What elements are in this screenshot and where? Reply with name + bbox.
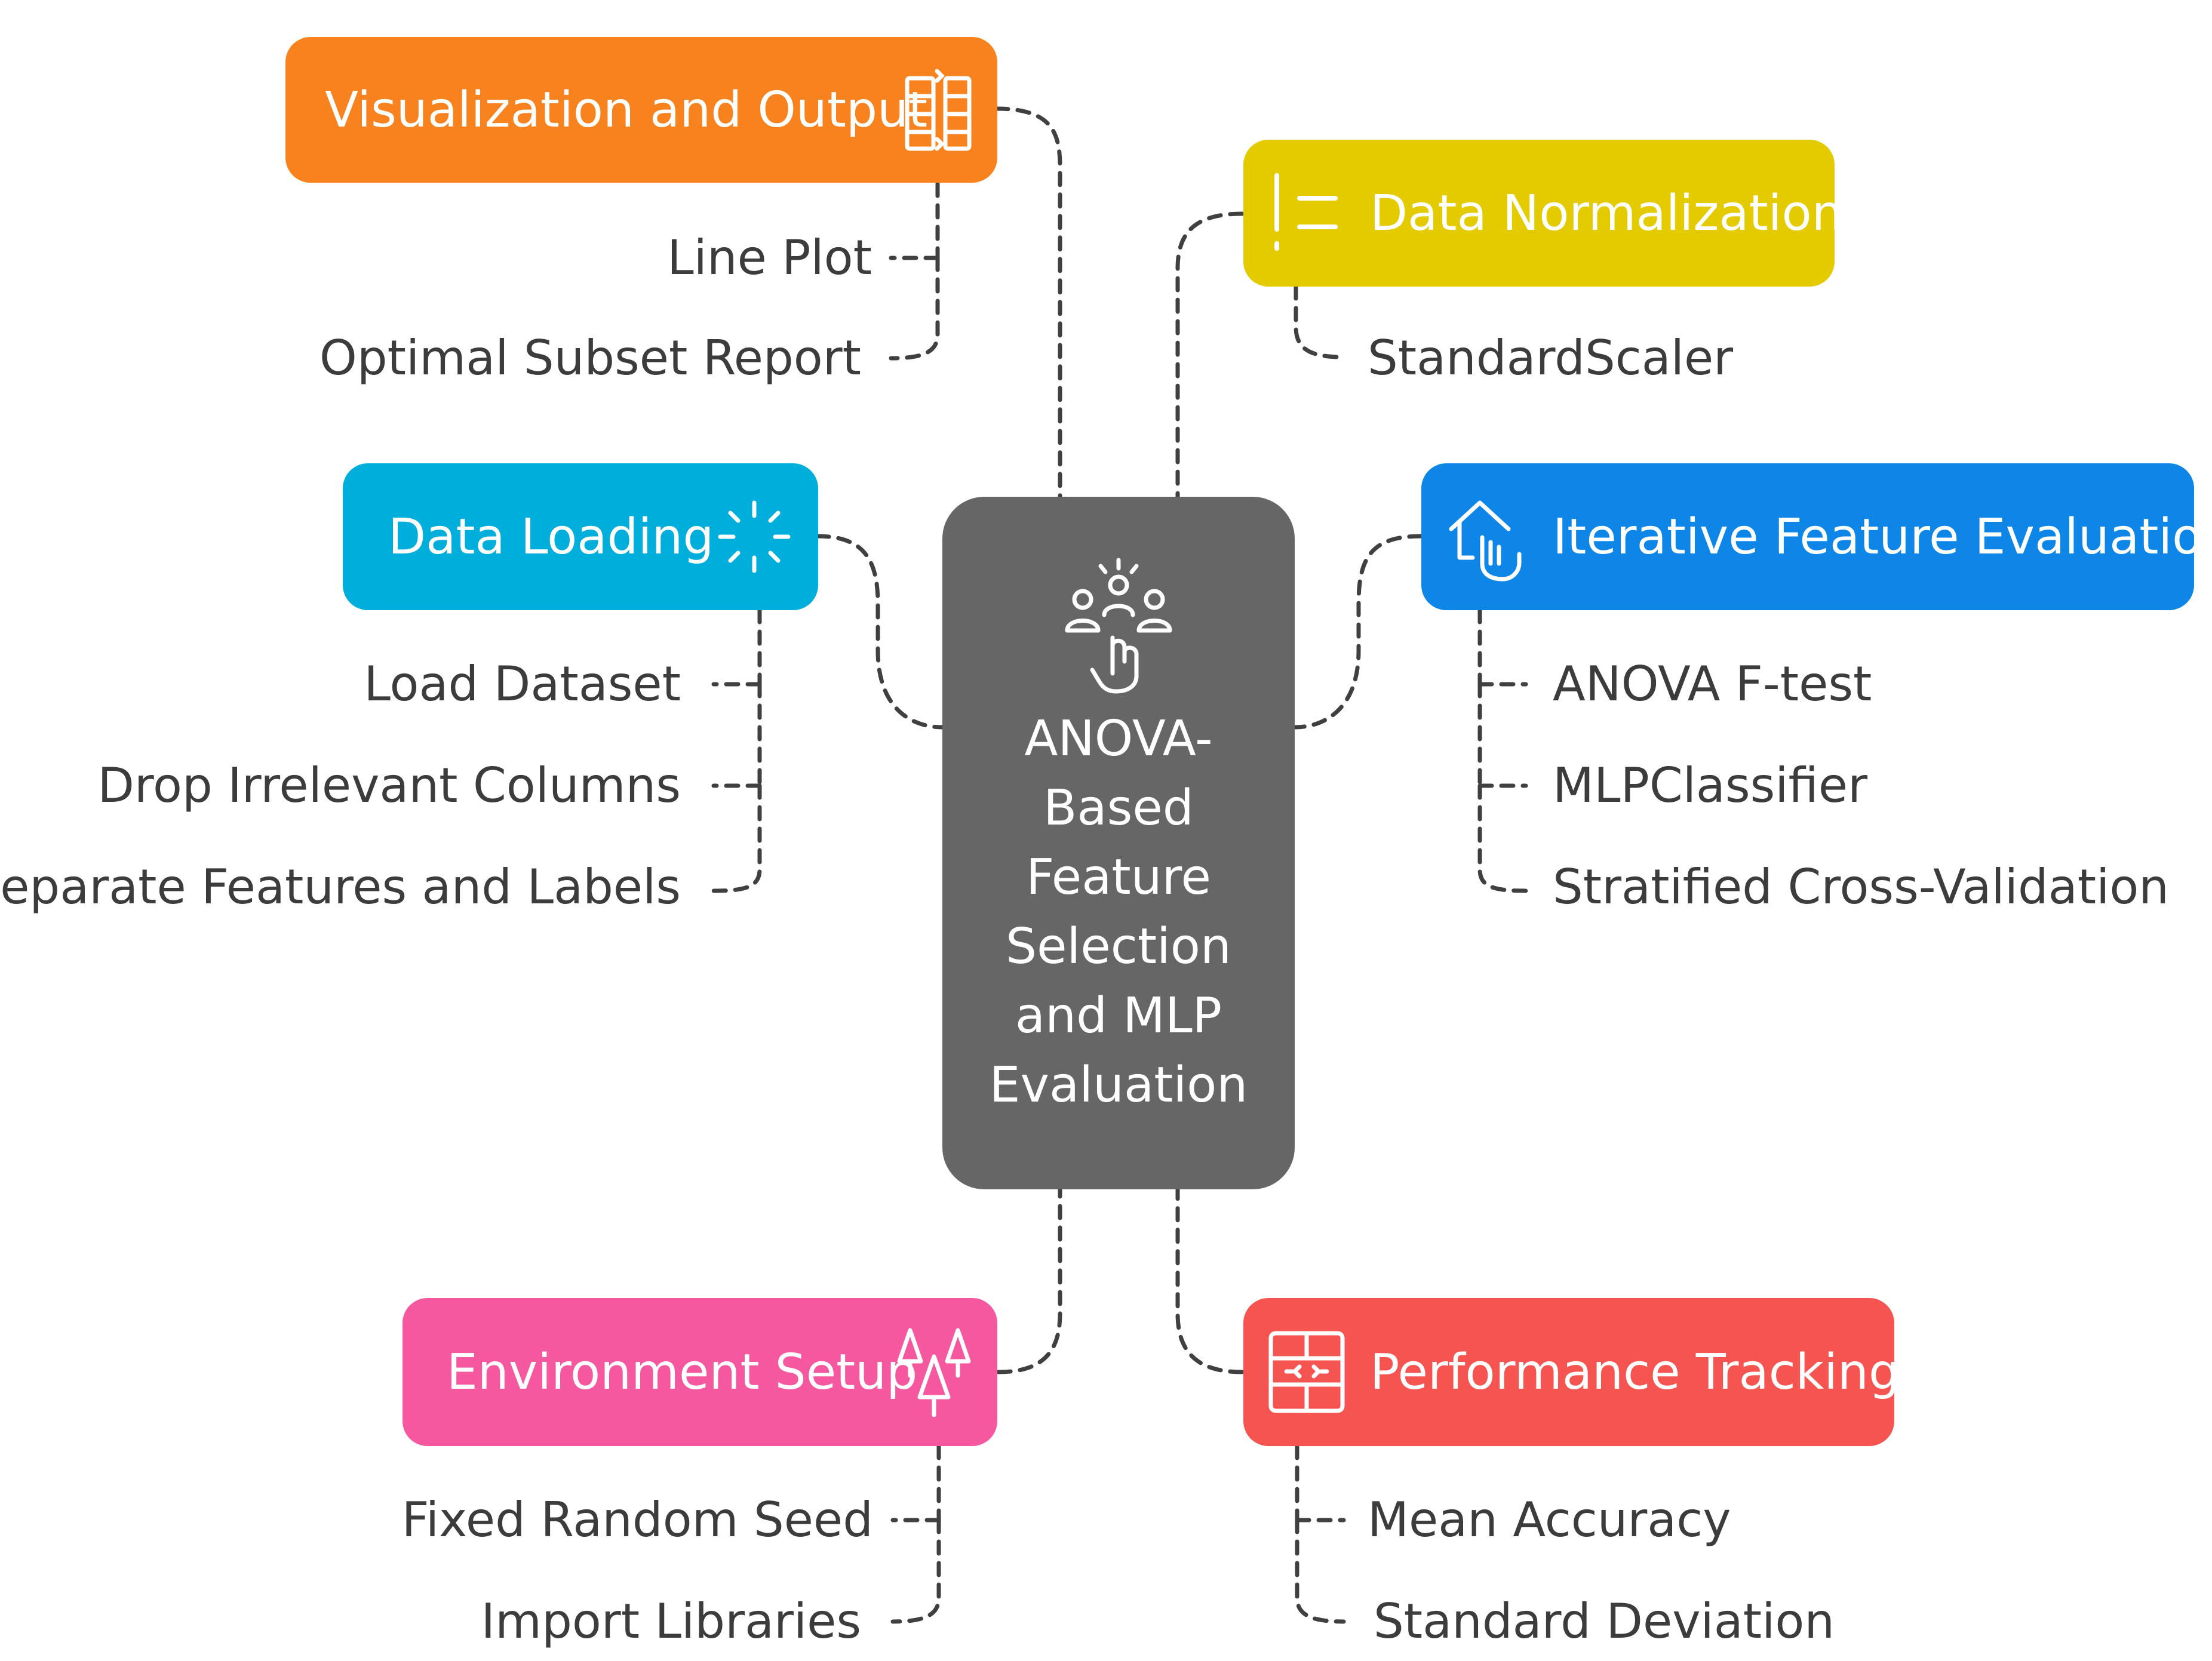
- table-grid-icon: [1265, 1298, 1348, 1446]
- leaf-mlpclassifier: MLPClassifier: [1553, 758, 1868, 813]
- leaf-load-dataset: Load Dataset: [364, 656, 681, 712]
- center-title: ANOVA- Based Feature Selection and MLP E…: [942, 705, 1295, 1120]
- branch-data-loading: Data Loading: [343, 463, 818, 610]
- connector-performance: [1175, 1187, 1245, 1374]
- leaf-fixed-random-seed: Fixed Random Seed: [401, 1492, 873, 1548]
- connector-iterative: [1292, 534, 1424, 730]
- leaf-line-plot: Line Plot: [667, 230, 872, 285]
- leaf-optimal-subset-report: Optimal Subset Report: [319, 330, 861, 386]
- branch-visualization-output: Visualization and Output: [285, 37, 997, 183]
- leaf-separate-features-labels: Separate Features and Labels: [0, 859, 681, 915]
- branch-label: Environment Setup: [447, 1343, 918, 1401]
- center-node: ANOVA- Based Feature Selection and MLP E…: [942, 497, 1295, 1189]
- branch-label: Iterative Feature Evaluation: [1553, 508, 2212, 565]
- branch-environment-setup: Environment Setup: [403, 1298, 997, 1446]
- trees-icon: [892, 1298, 976, 1446]
- branch-label: Data Loading: [388, 508, 714, 565]
- leaf-import-libraries: Import Libraries: [481, 1594, 861, 1649]
- leaf-drop-irrelevant-columns: Drop Irrelevant Columns: [97, 758, 681, 813]
- connector-environment: [996, 1187, 1062, 1374]
- branch-data-normalization: Data Normalization: [1243, 140, 1843, 287]
- connector-loading: [815, 534, 945, 730]
- leaf-mean-accuracy: Mean Accuracy: [1368, 1492, 1731, 1548]
- center-title-line: Evaluation: [989, 1057, 1248, 1114]
- center-title-line: Selection: [1006, 918, 1231, 975]
- leaf-standardscaler: StandardScaler: [1368, 330, 1734, 386]
- center-title-line: and MLP: [1015, 988, 1222, 1044]
- center-title-line: Based: [1043, 780, 1194, 836]
- team-pointer-icon: [942, 556, 1295, 694]
- list-lines-icon: [1265, 140, 1342, 287]
- branch-performance-tracking: Performance Tracking: [1243, 1298, 1900, 1446]
- branch-label: Data Normalization: [1370, 184, 1843, 242]
- branch-label: Performance Tracking: [1370, 1343, 1900, 1401]
- table-columns-icon: [899, 37, 977, 183]
- leaf-standard-deviation: Standard Deviation: [1374, 1594, 1835, 1649]
- connector-visualization: [994, 106, 1062, 499]
- center-title-line: Feature: [1026, 849, 1211, 906]
- center-title-line: ANOVA-: [1024, 710, 1213, 767]
- leaf-anova-f-test: ANOVA F-test: [1553, 656, 1872, 712]
- branch-iterative-feature-evaluation: Iterative Feature Evaluation: [1421, 463, 2212, 610]
- leaf-stratified-cross-validation: Stratified Cross-Validation: [1553, 859, 2169, 915]
- branch-label: Visualization and Output: [325, 81, 928, 139]
- loading-spinner-icon: [715, 463, 793, 610]
- house-hand-icon: [1445, 463, 1529, 610]
- connector-normalization: [1175, 211, 1245, 499]
